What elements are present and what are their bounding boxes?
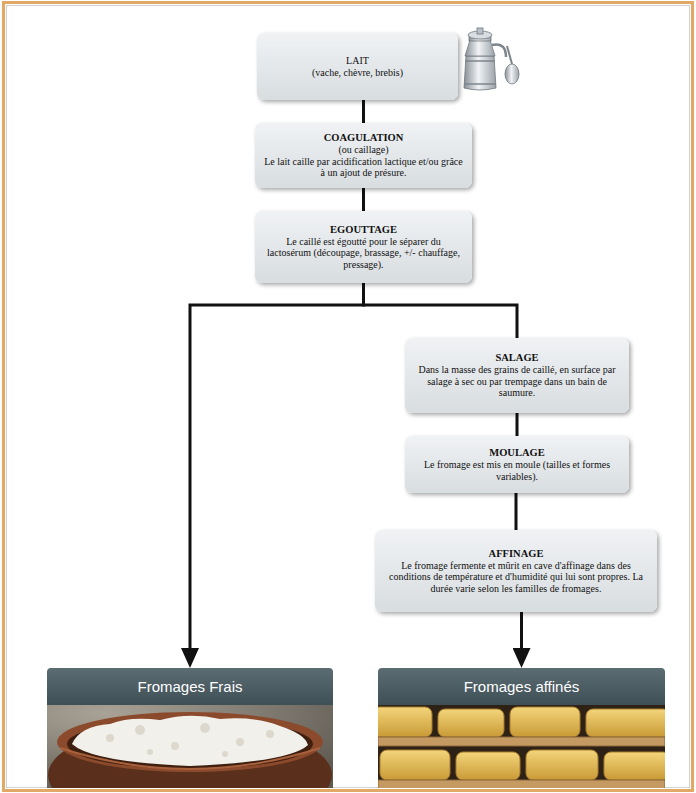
shelf-plank <box>378 737 665 746</box>
step-text: Le fromage fermente et mûrit en cave d'a… <box>383 560 649 595</box>
step-title: EGOUTTAGE <box>330 224 397 236</box>
can-handle <box>492 45 506 58</box>
step-text: Dans la masse des grains de caillé, en s… <box>413 364 621 399</box>
curd-grain <box>236 738 244 746</box>
cheese-wheel <box>456 752 520 780</box>
connector <box>516 413 519 436</box>
ripened-cheese-photo <box>378 705 665 788</box>
curd-grain <box>222 751 228 757</box>
bowl-rim <box>57 712 323 772</box>
connector <box>190 283 364 656</box>
step-text: (vache, chèvre, brebis) <box>312 67 403 79</box>
connector <box>362 188 365 211</box>
process-box: COAGULATION(ou caillage)Le lait caille p… <box>255 123 472 188</box>
cheese-wheel <box>604 752 665 780</box>
curd-grain <box>200 723 210 733</box>
band-label: Fromages Frais <box>137 678 242 696</box>
cheese-wheel <box>586 709 665 737</box>
ladle-handle <box>507 46 512 64</box>
step-title: AFFINAGE <box>489 548 544 560</box>
frame-shadow <box>7 6 690 788</box>
source-box: LAIT(vache, chèvre, brebis) <box>257 33 458 100</box>
process-box: EGOUTTAGELe caillé est égoutté pour le s… <box>255 211 472 283</box>
process-box: MOULAGELe fromage est mis en moule (tail… <box>405 436 629 493</box>
bowl-highlight <box>60 748 320 769</box>
step-title: COAGULATION <box>324 132 404 144</box>
connector <box>515 493 518 530</box>
band-label: Fromages affinés <box>464 678 580 696</box>
can-band <box>464 83 496 85</box>
step-text: LAIT <box>346 55 369 67</box>
step-text: Le caillé est égoutté pour le séparer du… <box>263 236 464 271</box>
step-text: Le fromage est mis en moule (tailles et … <box>413 459 621 482</box>
fresh-cheese-photo <box>47 705 333 788</box>
can-band <box>465 60 495 62</box>
can-shoulder <box>465 40 495 56</box>
process-box: SALAGEDans la masse des grains de caillé… <box>405 338 629 413</box>
can-knob <box>477 28 483 34</box>
step-title: MOULAGE <box>489 447 544 459</box>
connector <box>520 612 523 656</box>
curd-grain <box>135 725 145 735</box>
page-frame <box>4 3 693 791</box>
shelf-plank <box>378 780 665 788</box>
curd-grain <box>106 734 114 742</box>
ladle-cup <box>505 64 519 84</box>
result-band: Fromages affinés <box>378 668 665 705</box>
process-box: AFFINAGELe fromage fermente et mûrit en … <box>375 530 657 612</box>
curd-grain <box>266 730 274 738</box>
cheese-wheel <box>380 750 450 780</box>
connector <box>364 283 518 338</box>
fresh-cheese <box>72 716 308 766</box>
cheese-wheel <box>378 707 432 737</box>
curd-grain <box>171 742 179 750</box>
step-text: (ou caillage) <box>338 144 388 156</box>
curd-grain <box>147 749 153 755</box>
step-title: SALAGE <box>495 352 538 364</box>
milk-can-illustration <box>464 28 519 90</box>
connector <box>362 100 365 123</box>
cheese-wheel <box>438 709 504 737</box>
cheese-wheel <box>526 750 598 780</box>
can-body <box>464 56 496 90</box>
result-band: Fromages Frais <box>47 668 333 705</box>
cheese-wheel <box>510 707 580 737</box>
step-text: Le lait caille par acidification lactiqu… <box>263 156 464 179</box>
